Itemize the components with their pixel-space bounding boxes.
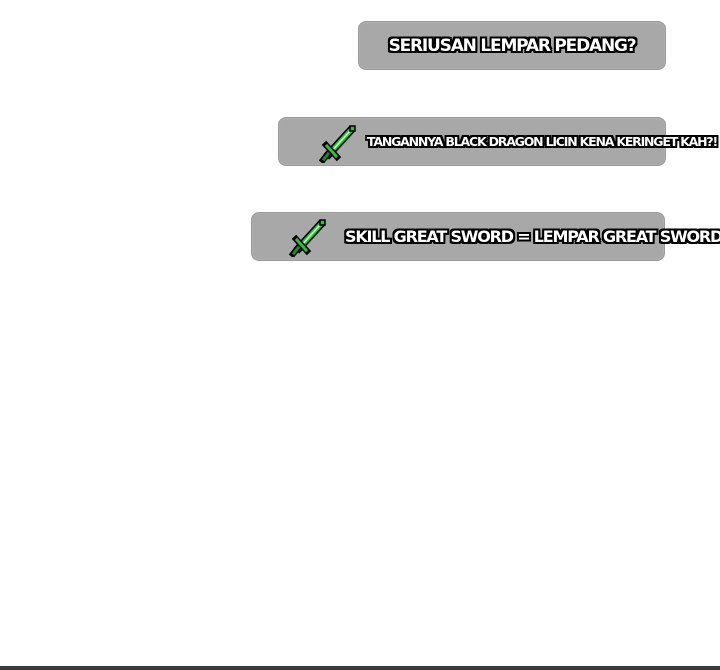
caption-text: SKILL GREAT SWORD = LEMPAR GREAT SWORD [345, 227, 720, 246]
caption-bubble-3: SKILL GREAT SWORD = LEMPAR GREAT SWORD [251, 212, 720, 261]
caption-text: TANGANNYA BLACK DRAGON LICIN KENA KERING… [367, 134, 718, 149]
sword-icon [289, 219, 326, 257]
sword-icon [319, 125, 356, 163]
caption-text: SERIUSAN LEMPAR PEDANG? [388, 35, 637, 56]
caption-bubble-2: TANGANNYA BLACK DRAGON LICIN KENA KERING… [278, 117, 718, 166]
caption-bubble-1: SERIUSAN LEMPAR PEDANG? [358, 21, 666, 70]
bottom-divider [0, 666, 720, 670]
